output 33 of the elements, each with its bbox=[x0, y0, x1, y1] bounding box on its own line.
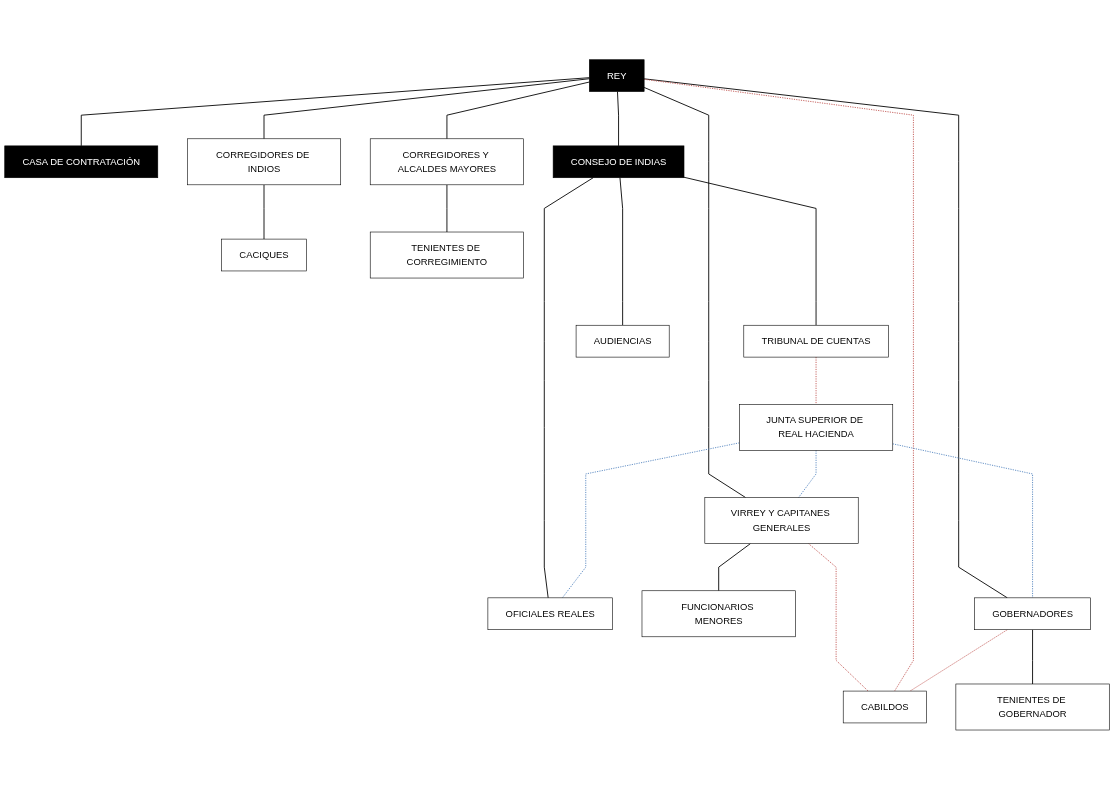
node-box: CORREGIDORES DE INDIOS bbox=[187, 138, 341, 186]
connector bbox=[446, 184, 448, 233]
connector bbox=[543, 177, 594, 599]
connector bbox=[446, 81, 590, 140]
connector bbox=[815, 356, 817, 405]
connector bbox=[718, 543, 751, 592]
node-box: REY bbox=[589, 59, 645, 92]
connector bbox=[643, 87, 747, 499]
node-box: OFICIALES REALES bbox=[487, 597, 613, 631]
connector bbox=[263, 78, 590, 140]
node-box: TENIENTES DE GOBERNADOR bbox=[955, 683, 1110, 731]
connector bbox=[643, 78, 1008, 599]
connector bbox=[892, 443, 1033, 599]
node-box: AUDIENCIAS bbox=[575, 325, 670, 358]
node-box: VIRREY Y CAPITANES GENERALES bbox=[704, 497, 859, 544]
connector bbox=[619, 177, 624, 326]
connector bbox=[561, 442, 740, 599]
connector bbox=[683, 176, 817, 326]
connector bbox=[643, 79, 914, 692]
connector bbox=[617, 91, 619, 147]
node-box: TRIBUNAL DE CUENTAS bbox=[743, 325, 889, 358]
node-box: CONSEJO DE INDIAS bbox=[552, 145, 685, 179]
node-box: CASA DE CONTRATACIÓN bbox=[4, 145, 159, 179]
node-box: TENIENTES DE CORREGIMIENTO bbox=[369, 231, 524, 279]
connector bbox=[1032, 629, 1033, 685]
node-box: CORREGIDORES Y ALCALDES MAYORES bbox=[369, 138, 524, 186]
connector bbox=[80, 77, 590, 147]
node-box: JUNTA SUPERIOR DE REAL HACIENDA bbox=[739, 404, 894, 451]
node-box: CACIQUES bbox=[221, 238, 307, 272]
node-box: FUNCIONARIOS MENORES bbox=[641, 590, 796, 638]
node-box: GOBERNADORES bbox=[974, 597, 1091, 631]
connector bbox=[909, 629, 1008, 692]
node-box: CABILDOS bbox=[842, 690, 927, 724]
